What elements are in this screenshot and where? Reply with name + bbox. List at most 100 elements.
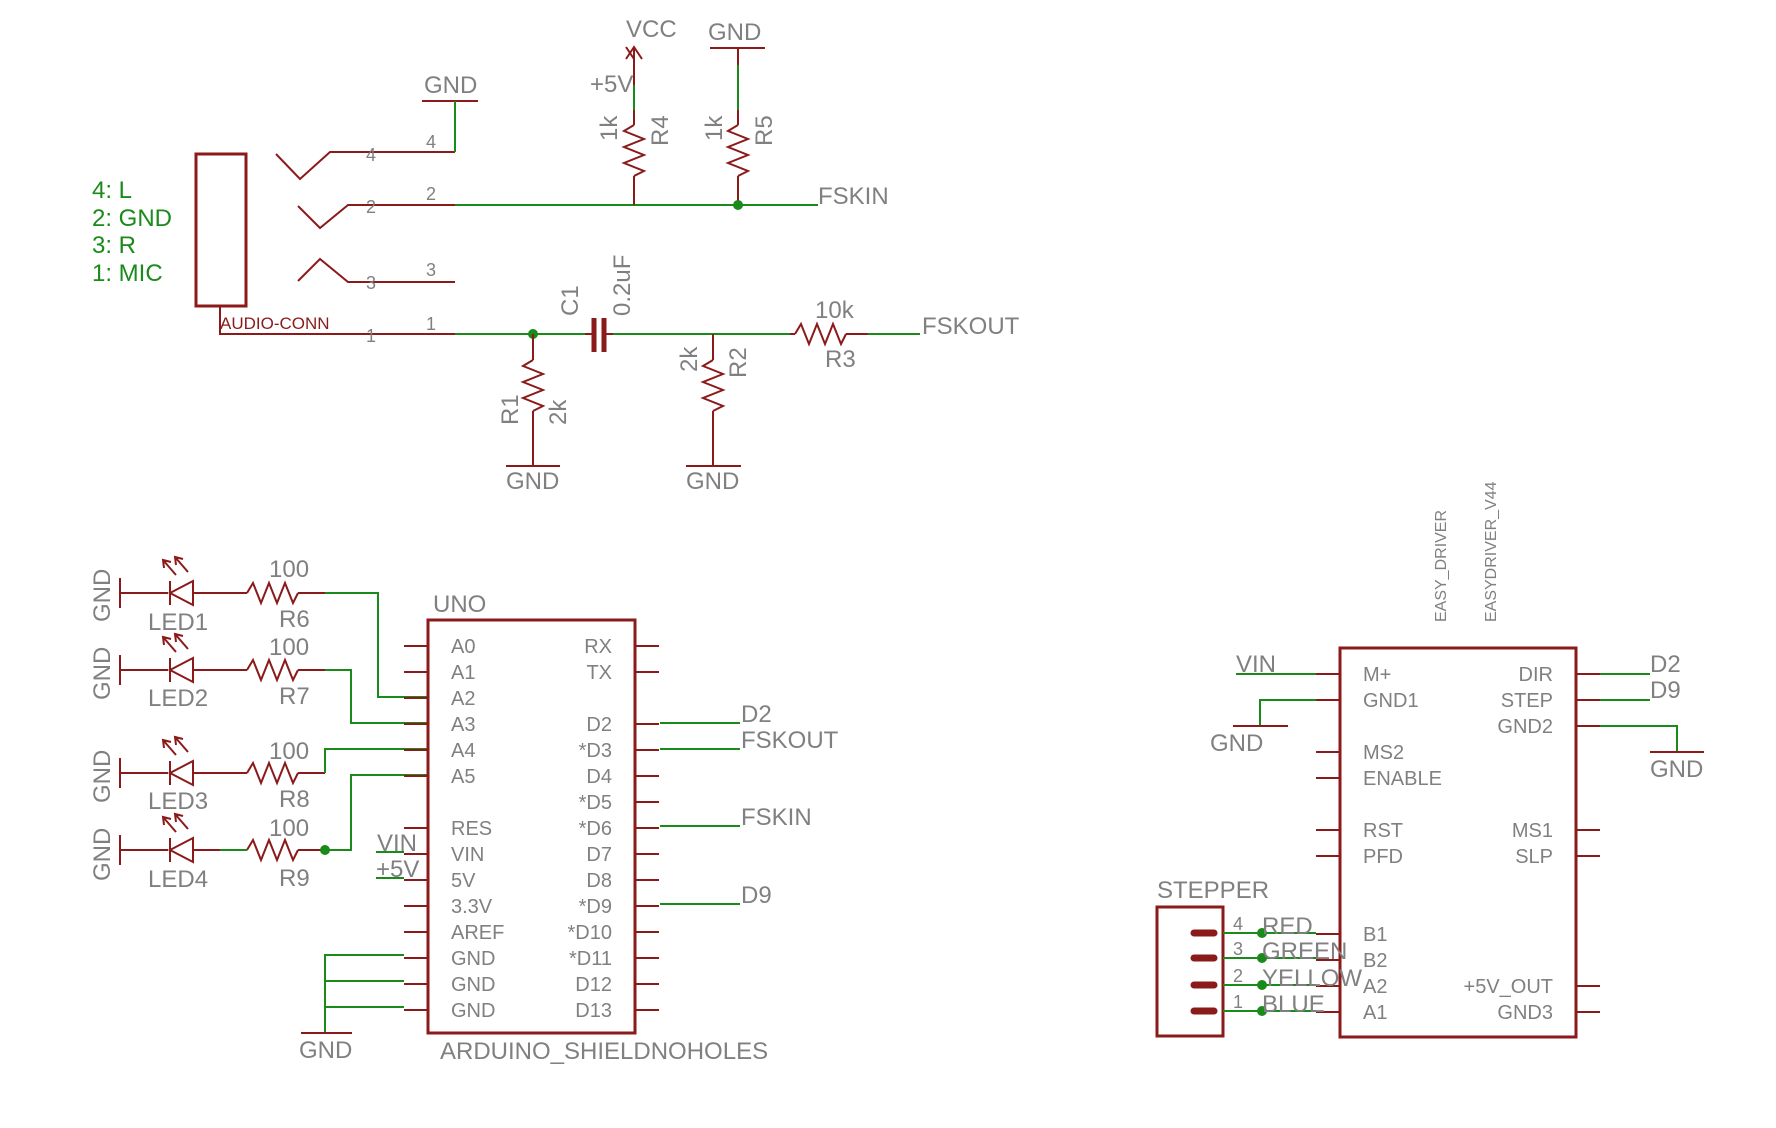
audio-pin-num-2a: 2 — [366, 197, 376, 217]
uno-left-pin-5v-label: 5V — [451, 870, 476, 892]
wire-r6-a2 — [325, 592, 428, 698]
uno-left-pin-a4-label: A4 — [451, 740, 475, 762]
uno-right-pin-d5-label: *D5 — [579, 792, 612, 814]
driver-body — [1338, 646, 1578, 1039]
driver-net-d9: D9 — [1650, 677, 1681, 704]
led-row-2: GND LED2 100 R7 — [89, 632, 325, 712]
uno-net-5v: +5V — [376, 856, 419, 883]
stepper-junction-4 — [1257, 928, 1267, 938]
audio-pin-num-4a: 4 — [366, 145, 376, 165]
audio-pin1-lead — [219, 306, 455, 335]
led-row-3: GND LED3 100 R8 — [89, 735, 325, 815]
r2-zigzag — [700, 359, 726, 412]
led4-diode — [167, 836, 194, 864]
stepper-wire-label-1: GREEN — [1262, 938, 1347, 965]
r6-name: R6 — [279, 606, 310, 633]
uno-right-pin-d10-label: *D10 — [568, 922, 612, 944]
stepper-pin-num-2: 2 — [1233, 966, 1243, 986]
driver-right-pin-step-label: STEP — [1501, 690, 1553, 712]
stepper-junction-1 — [1257, 1006, 1267, 1016]
driver-right-pin-gnd3-label: GND3 — [1497, 1002, 1553, 1024]
led3-gnd-label: GND — [89, 750, 116, 803]
gnd-label-r5: GND — [708, 19, 761, 46]
r2-name: R2 — [725, 347, 752, 378]
audio-contact-4 — [275, 151, 455, 181]
r2-value: 2k — [676, 346, 703, 372]
stepper-body — [1155, 905, 1225, 1038]
stepper-pin-num-4: 4 — [1233, 914, 1243, 934]
uno-right-pin-d2-label: D2 — [586, 714, 612, 736]
uno-left-pin-gnd-label: GND — [451, 974, 495, 996]
driver-left-pin-a1-label: A1 — [1363, 1002, 1387, 1024]
stepper-junction-2 — [1257, 980, 1267, 990]
driver-right-pin-slp-label: SLP — [1515, 846, 1553, 868]
r1-zigzag — [520, 359, 546, 412]
r7-value: 100 — [269, 634, 309, 661]
uno-net-d9: D9 — [741, 882, 772, 909]
uno-right-pin-d11-label: *D11 — [569, 948, 612, 970]
led4-light-icon — [161, 812, 189, 833]
uno-right-pin-d6-label: *D6 — [579, 818, 612, 840]
audio-note-l: 4: L — [92, 177, 132, 204]
uno-gnd-label: GND — [299, 1037, 352, 1064]
led2-light-icon — [161, 632, 189, 653]
r7-name: R7 — [279, 683, 310, 710]
wire-uno-gnd — [324, 954, 404, 1033]
r3-value: 10k — [815, 297, 855, 324]
uno-left-pin-a2-label: A2 — [451, 688, 475, 710]
audio-contact-2 — [297, 204, 455, 230]
stepper-junction-3 — [1257, 953, 1267, 963]
uno-right-pin-tx-label: TX — [586, 662, 612, 684]
c1-value: 0.2uF — [609, 255, 636, 316]
audio-note-r: 3: R — [92, 232, 136, 259]
led3-light-icon — [161, 735, 189, 756]
driver-left-pin-rst-label: RST — [1363, 820, 1403, 842]
led1-light-icon — [161, 555, 189, 576]
r4-value: 1k — [596, 115, 623, 141]
led-section: GND LED1 100 R6 GND LED2 100 R — [89, 555, 428, 893]
r1-value: 2k — [545, 399, 572, 425]
driver-value: EASY_DRIVER — [1433, 510, 1450, 622]
audio-note-mic: 1: MIC — [92, 260, 163, 287]
r5-value: 1k — [701, 115, 728, 141]
audio-pin-num-4b: 4 — [426, 132, 436, 152]
uno-right-pin-d13-label: D13 — [575, 1000, 612, 1022]
uno-left-pin-aref-label: AREF — [451, 922, 504, 944]
audio-pin-num-1a: 1 — [366, 326, 376, 346]
uno-pin-group: A0A1A2A3A4A5RESVIN5V3.3VAREFGNDGNDGNDRXT… — [404, 636, 659, 1022]
audio-pin-num-1b: 1 — [426, 314, 436, 334]
audio-connector-body — [194, 152, 248, 308]
r9-value: 100 — [269, 815, 309, 842]
led1-gnd-label: GND — [89, 569, 116, 622]
led4-name: LED4 — [148, 866, 208, 893]
audio-pin-num-2b: 2 — [426, 184, 436, 204]
gnd-label-r2: GND — [686, 468, 739, 495]
r8-name: R8 — [279, 786, 310, 813]
led1-name: LED1 — [148, 609, 208, 636]
r5-name: R5 — [751, 115, 778, 146]
uno-left-pin-a1-label: A1 — [451, 662, 475, 684]
driver-left-pin-a2-label: A2 — [1363, 976, 1387, 998]
driver-left-pin-gnd1-label: GND1 — [1363, 690, 1419, 712]
uno-right-pin-d3-label: *D3 — [579, 740, 612, 762]
stepper-wire-label-2: YELLOW — [1262, 965, 1362, 992]
driver-net-d2: D2 — [1650, 651, 1681, 678]
uno-net-fskout: FSKOUT — [741, 727, 839, 754]
r1-name: R1 — [497, 394, 524, 425]
led2-name: LED2 — [148, 685, 208, 712]
led-row-1: GND LED1 100 R6 — [89, 555, 325, 636]
audio-note-gnd: 2: GND — [92, 205, 172, 232]
r4-name: R4 — [647, 115, 674, 146]
driver-name: EASYDRIVER_V44 — [1483, 481, 1500, 622]
wire-r8-a4 — [324, 748, 428, 773]
stepper-pin-num-3: 3 — [1233, 939, 1243, 959]
driver-right-pin-5vout-label: +5V_OUT — [1464, 976, 1553, 998]
led2-diode — [167, 656, 194, 684]
driver-left-pin-ms2-label: MS2 — [1363, 742, 1404, 764]
led4-gnd-label: GND — [89, 828, 116, 881]
audio-section: 4: L 2: GND 3: R 1: MIC AUDIO-CONN 4 4 2… — [92, 16, 1020, 495]
wire-driver-gnd1 — [1259, 699, 1316, 726]
led1-diode — [167, 579, 194, 607]
r8-value: 100 — [269, 738, 309, 765]
driver-right-pin-ms1-label: MS1 — [1512, 820, 1553, 842]
